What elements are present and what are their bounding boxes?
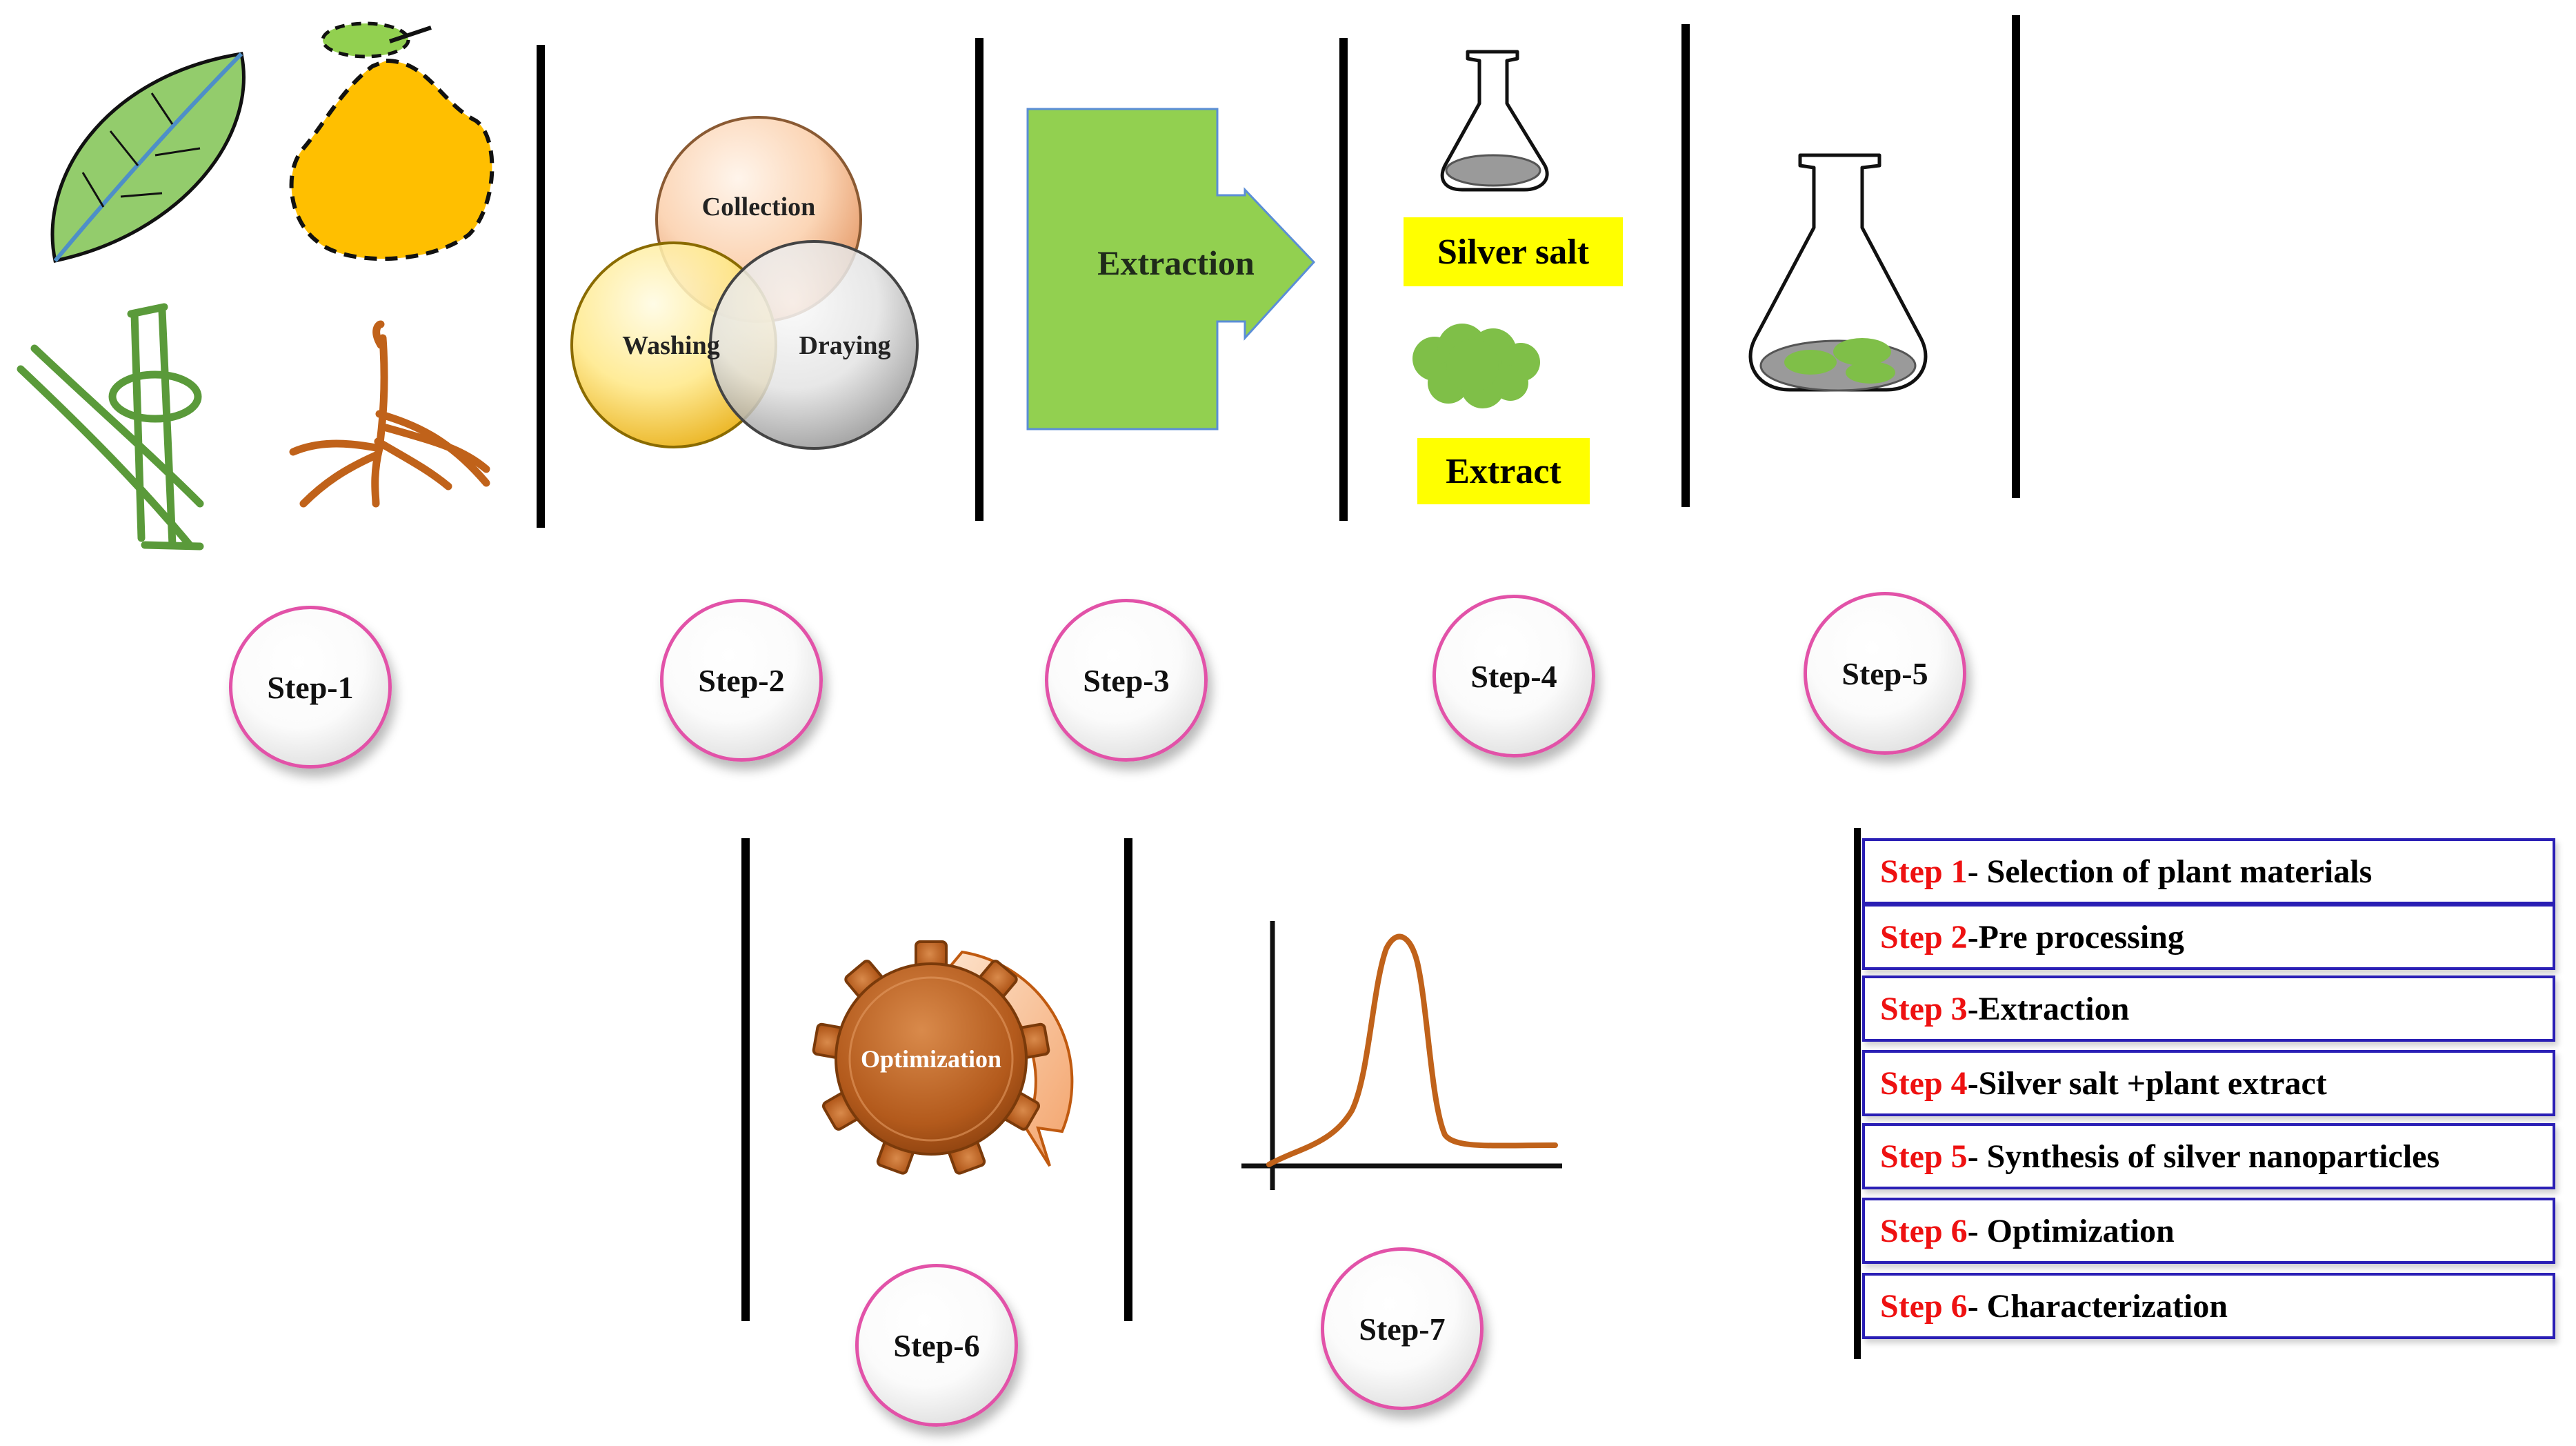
legend-item-3: Step 3-Extraction [1862, 975, 2555, 1042]
legend-text: - Characterization [1967, 1287, 2228, 1325]
venn-label-drying: Draying [799, 331, 891, 360]
step-5-badge: Step-5 [1804, 592, 1966, 755]
separator-1 [537, 45, 545, 528]
legend-item-1: Step 1- Selection of plant materials [1862, 838, 2555, 904]
step-7-badge: Step-7 [1321, 1247, 1484, 1410]
extract-label: Extract [1417, 438, 1590, 504]
legend-text: - Synthesis of silver nanoparticles [1967, 1138, 2440, 1175]
step-6-badge: Step-6 [855, 1264, 1018, 1427]
legend-item-5: Step 5- Synthesis of silver nanoparticle… [1862, 1123, 2555, 1189]
legend-text: -Pre processing [1967, 918, 2184, 955]
legend-item-4: Step 4-Silver salt +plant extract [1862, 1050, 2555, 1116]
legend-step-label: Step 1 [1880, 853, 1968, 890]
legend-step-label: Step 6 [1880, 1287, 1968, 1325]
empty-flask-icon [1440, 50, 1549, 192]
legend-step-label: Step 4 [1880, 1064, 1968, 1102]
step-2-badge: Step-2 [660, 599, 823, 762]
legend-step-label: Step 5 [1880, 1138, 1968, 1175]
step-4-badge: Step-4 [1432, 595, 1595, 757]
separator-7 [1124, 838, 1132, 1321]
separator-5 [2012, 15, 2020, 498]
legend-step-label: Step 2 [1880, 918, 1968, 955]
optimization-gear-icon: Optimization [812, 940, 1074, 1175]
legend-item-6: Step 6- Optimization [1862, 1198, 2555, 1264]
silver-salt-label: Silver salt [1404, 217, 1623, 286]
legend-text: -Silver salt +plant extract [1967, 1064, 2327, 1102]
legend-item-2: Step 2-Pre processing [1862, 904, 2555, 970]
separator-4 [1681, 24, 1690, 507]
root-icon [289, 320, 490, 508]
venn-label-washing: Washing [622, 331, 720, 360]
separator-3 [1339, 38, 1348, 521]
extraction-arrow: Extraction [1026, 108, 1316, 430]
legend-text: -Extraction [1967, 990, 2130, 1027]
legend-item-7: Step 6- Characterization [1862, 1273, 2555, 1339]
spectrum-graph-icon [1241, 921, 1562, 1190]
fruit-icon [289, 21, 495, 261]
stem-icon [17, 303, 204, 551]
step-1-badge: Step-1 [229, 606, 392, 769]
step-3-badge: Step-3 [1045, 599, 1208, 762]
legend-step-label: Step 6 [1880, 1212, 1968, 1249]
pre-processing-venn: Collection Washing Draying [570, 116, 919, 450]
legend-step-label: Step 3 [1880, 990, 1968, 1027]
separator-2 [975, 38, 984, 521]
gear-label: Optimization [861, 1045, 1001, 1073]
extraction-label: Extraction [1097, 244, 1255, 282]
legend-text: - Selection of plant materials [1967, 853, 2373, 890]
legend-text: - Optimization [1967, 1212, 2175, 1249]
leaf-icon [50, 52, 246, 263]
legend-separator [1854, 828, 1861, 1359]
plant-extract-blob-icon [1412, 324, 1540, 408]
separator-6 [741, 838, 750, 1321]
venn-label-collection: Collection [702, 192, 816, 221]
reaction-flask-icon [1748, 153, 1928, 392]
